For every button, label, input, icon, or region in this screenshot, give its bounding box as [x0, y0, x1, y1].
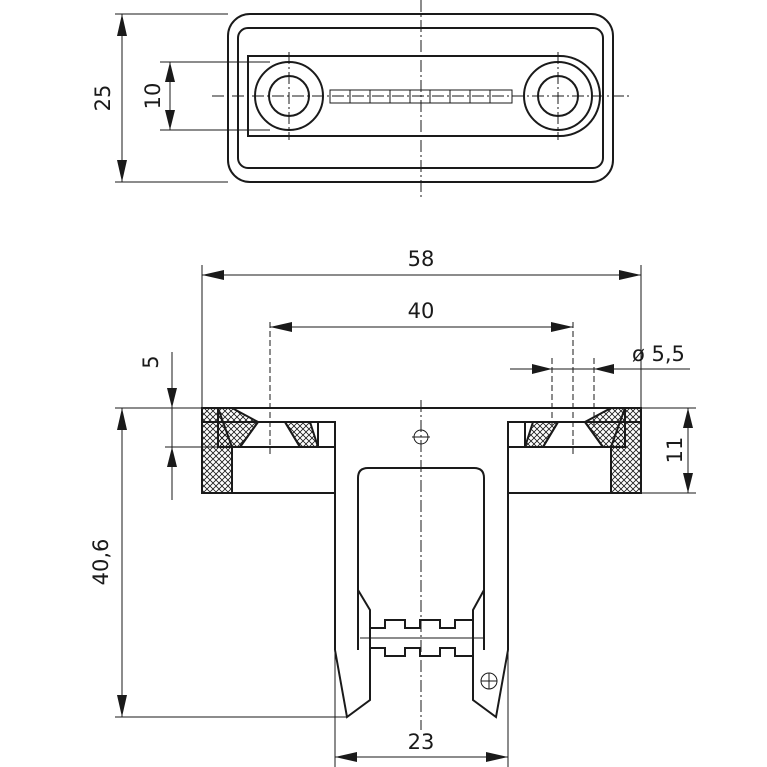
dim-label-overall-height: 40,6: [89, 539, 113, 586]
left-seal-ring: [217, 407, 260, 448]
plate-outline: [247, 55, 601, 137]
dim-label-top-height: 25: [91, 85, 115, 112]
dim-label-hole-spacing: 10: [141, 83, 165, 110]
front-view: 58 40 ø 5,5 5 11 40,6: [89, 247, 696, 767]
left-inner-seal: [283, 421, 320, 448]
upper-teeth: [370, 619, 473, 629]
lower-teeth: [370, 647, 473, 657]
dim-label-flange-height: 11: [663, 437, 687, 464]
right-jaw: [472, 589, 509, 719]
top-view: 25 10: [91, 0, 630, 200]
right-inner-seal: [523, 421, 560, 448]
dim-label-hole-diameter: ø 5,5: [632, 342, 685, 366]
dim-label-hole-pitch: 40: [408, 299, 435, 323]
right-seal-ring: [583, 407, 626, 448]
left-jaw: [334, 589, 371, 719]
slot-ticks: [349, 90, 491, 103]
dim-label-body-width: 23: [408, 730, 435, 754]
dim-label-overall-width: 58: [408, 247, 435, 271]
dim-label-flange-thickness: 5: [139, 355, 163, 368]
